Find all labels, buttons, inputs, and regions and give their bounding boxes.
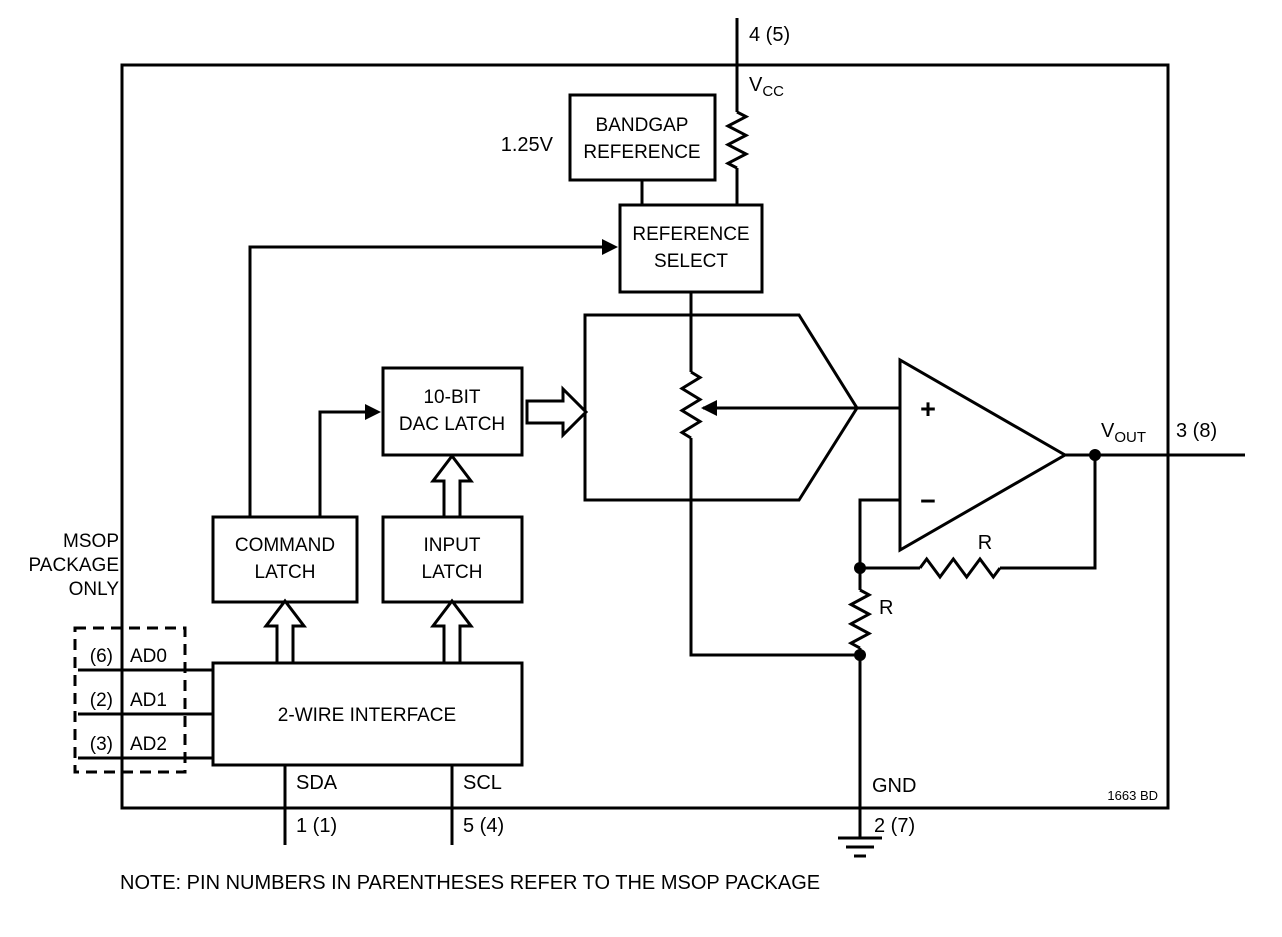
figure-code: 1663 BD [1107, 788, 1158, 803]
ad0-pin-number: (6) [90, 646, 113, 667]
opamp-symbol [898, 357, 1069, 553]
vcc-pin-number: 4 (5) [749, 24, 790, 46]
ad2-pin-number: (3) [90, 734, 113, 755]
command-latch-block [211, 515, 359, 604]
input-latch-label-line2: LATCH [422, 562, 483, 583]
command-to-reference-select-wire [248, 245, 603, 517]
input-latch-block [381, 515, 524, 604]
ladder-bottom-wire [689, 438, 860, 657]
bandgap-reference-block [568, 93, 717, 182]
opamp-plus-sign: + [920, 394, 936, 424]
dac-latch-block [381, 366, 524, 457]
sda-pin-number: 1 (1) [296, 815, 337, 837]
divider-resistor-label: R [879, 597, 893, 619]
vcc-resistor [724, 110, 750, 170]
opamp-minus-wire [858, 498, 900, 568]
gnd-pin-number: 2 (7) [874, 815, 915, 837]
dac-latch-label-line2: DAC LATCH [399, 414, 505, 435]
msop-dashed-box [73, 626, 187, 774]
reference-select-block [618, 203, 764, 294]
input-latch-label-line1: INPUT [424, 535, 481, 556]
footnote: NOTE: PIN NUMBERS IN PARENTHESES REFER T… [120, 872, 820, 894]
gnd-pin-label: GND [872, 775, 916, 797]
interface-to-input-latch-bus-arrow [429, 598, 475, 665]
dac-latch-arrowhead-icon [365, 404, 381, 420]
two-wire-interface-label: 2-WIRE INTERFACE [278, 705, 456, 726]
reference-select-arrowhead-icon [602, 239, 618, 255]
ad2-pin-label: AD2 [130, 734, 167, 755]
msop-note-line2: PACKAGE [29, 555, 119, 576]
input-latch-to-dac-latch-bus-arrow [429, 453, 475, 519]
bandgap-voltage-label: 1.25V [501, 134, 554, 156]
vcc-pin-label: VCC [749, 74, 784, 100]
command-to-dac-latch-wire [318, 410, 366, 517]
two-wire-interface-block [211, 661, 524, 767]
reference-select-label-line2: SELECT [654, 251, 728, 272]
vout-junction-dot [1089, 449, 1101, 461]
potentiometer-resistor [679, 370, 703, 440]
command-latch-label-line2: LATCH [255, 562, 316, 583]
interface-to-command-latch-bus-arrow [262, 598, 308, 665]
feedback-junction-dot [854, 562, 866, 574]
sda-pin-label: SDA [296, 772, 338, 794]
divider-junction-dot [854, 649, 866, 661]
ad1-pin-label: AD1 [130, 690, 167, 711]
ad0-pin-label: AD0 [130, 646, 167, 667]
feedback-wire-right [1000, 455, 1097, 570]
wiper-arrowhead-icon [701, 400, 717, 416]
bandgap-label-line2: REFERENCE [583, 142, 700, 163]
reference-select-label-line1: REFERENCE [632, 224, 749, 245]
msop-note-line3: ONLY [69, 579, 120, 600]
bandgap-label-line1: BANDGAP [596, 115, 689, 136]
dac-latch-to-ladder-bus-arrow [525, 385, 589, 439]
dac-latch-label-line1: 10-BIT [423, 387, 480, 408]
feedback-resistor [918, 556, 1002, 580]
ground-symbol [838, 836, 882, 858]
vout-pin-label: VOUT [1101, 420, 1146, 446]
scl-pin-number: 5 (4) [463, 815, 504, 837]
ad1-pin-number: (2) [90, 690, 113, 711]
feedback-resistor-label: R [978, 532, 992, 554]
msop-note-line1: MSOP [63, 531, 119, 552]
divider-resistor [847, 588, 873, 650]
command-latch-label-line1: COMMAND [235, 535, 335, 556]
vout-pin-number: 3 (8) [1176, 420, 1217, 442]
scl-pin-label: SCL [463, 772, 502, 794]
opamp-minus-sign: − [920, 486, 936, 516]
